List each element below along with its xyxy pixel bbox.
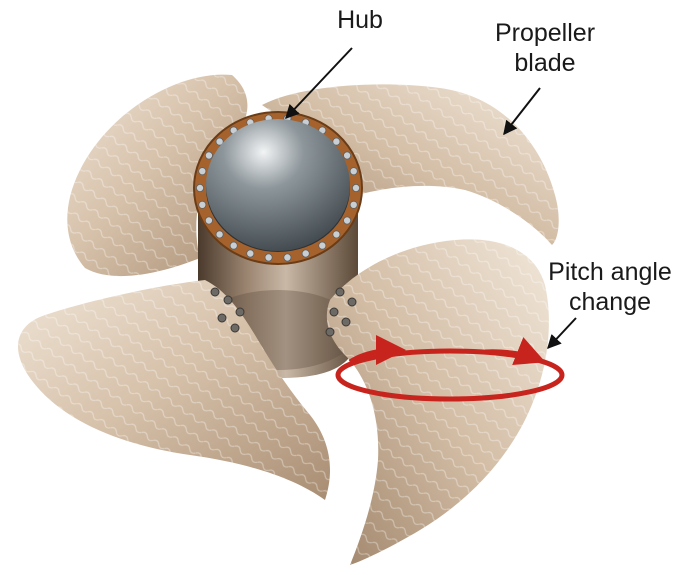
blade-pointer [504, 88, 540, 134]
hub-label: Hub [320, 5, 400, 35]
propeller-blade-label-line2: blade [470, 48, 620, 78]
pitch-angle-label: Pitch angle change [540, 257, 680, 317]
pitch-angle-label-line2: change [540, 287, 680, 317]
propeller-blade-label-line1: Propeller [470, 18, 620, 48]
hub-label-text: Hub [320, 5, 400, 35]
pitch-angle-label-line1: Pitch angle [540, 257, 680, 287]
hub-dome [206, 119, 350, 251]
flange-stud [196, 184, 203, 191]
flange-stud [265, 254, 272, 261]
flange-stud [350, 201, 357, 208]
flange-stud [216, 231, 223, 238]
flange-stud [230, 242, 237, 249]
flange-stud [205, 152, 212, 159]
flange-stud [333, 231, 340, 238]
blade-lower-right [327, 239, 549, 565]
flange-stud [284, 254, 291, 261]
flange-stud [344, 217, 351, 224]
flange-stud [247, 250, 254, 257]
flange-stud [199, 201, 206, 208]
flange-stud [319, 242, 326, 249]
flange-stud [350, 168, 357, 175]
flange-stud [205, 217, 212, 224]
propeller-blade-label: Propeller blade [470, 18, 620, 78]
flange-stud [344, 152, 351, 159]
pitch-pointer [548, 318, 576, 348]
flange-stud [352, 184, 359, 191]
flange-stud [302, 250, 309, 257]
flange-stud [199, 168, 206, 175]
